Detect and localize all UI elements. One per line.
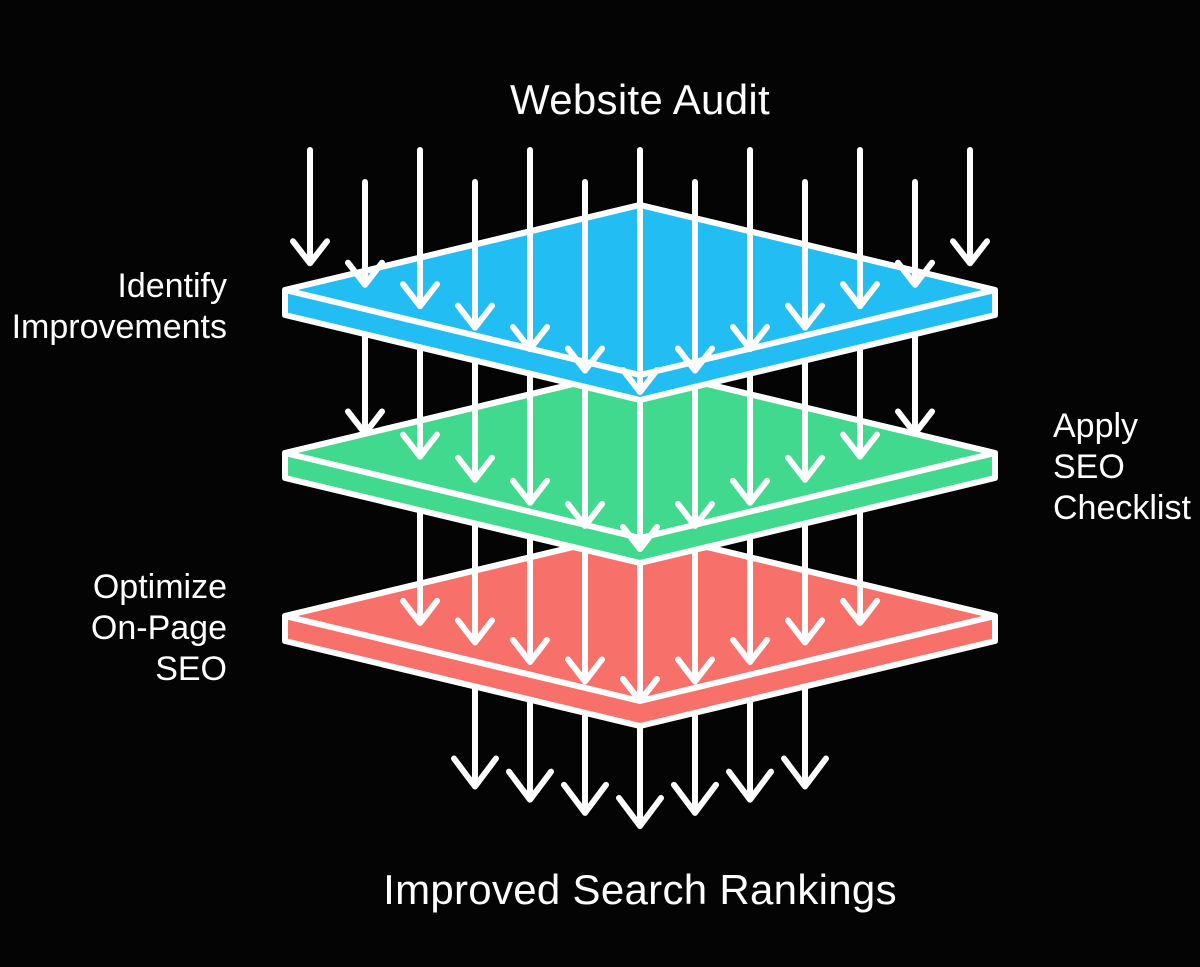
flow-arrow [451,683,499,790]
flow-arrow [400,507,440,626]
flow-arrow [400,344,440,460]
flow-arrow [840,344,880,460]
flow-arrow [785,179,825,331]
label-line: SEO [155,650,227,688]
flow-arrow [565,383,605,529]
flow-arrow [840,507,880,626]
flow-arrow [726,696,774,803]
label-line: Checklist [1053,489,1191,527]
flow-arrow [840,147,880,310]
flow-arrow [671,709,719,816]
arrows-layer1-to-layer2 [345,331,935,552]
flow-arrow [506,696,554,803]
label-line: Optimize [92,568,227,606]
flow-arrow [620,397,660,552]
label-line: Identify [117,267,227,305]
flow-arrow [290,147,330,267]
flow-arrow [455,520,495,646]
label-line: On-Page [90,609,227,647]
flow-arrow [510,370,550,506]
flow-arrow [400,147,440,310]
flow-arrow [510,533,550,665]
diagram-title: Website Audit [510,76,770,123]
flow-arrow [620,147,660,395]
flow-arrow [785,357,825,483]
flow-arrow [675,546,715,685]
label-line: Improvements [11,308,227,346]
flow-arrow [730,533,770,665]
label-line: SEO [1053,448,1125,486]
flow-arrow [730,147,770,353]
arrows-above-layer1 [290,147,990,395]
flow-arrow [616,723,664,829]
flow-arrow [895,179,935,288]
flow-arrow [730,370,770,506]
flow-arrow [950,147,990,267]
flow-arrow [781,683,829,790]
flow-arrow [561,709,609,816]
flow-arrow [455,179,495,331]
flow-arrow [565,546,605,685]
flow-arrow [455,357,495,483]
arrows-below-layer3 [451,683,829,829]
diagram-footer: Improved Search Rankings [383,866,897,913]
flow-arrow [675,179,715,374]
flow-arrow [345,331,385,437]
flow-arrow [895,331,935,437]
flow-arrow [565,179,605,374]
label-line: Apply [1053,407,1139,445]
flow-arrow [620,560,660,704]
flow-arrow [675,383,715,529]
flow-arrow [785,520,825,646]
arrows-layer2-to-layer3 [400,507,880,704]
flow-arrow [345,179,385,288]
flow-arrow [510,147,550,353]
